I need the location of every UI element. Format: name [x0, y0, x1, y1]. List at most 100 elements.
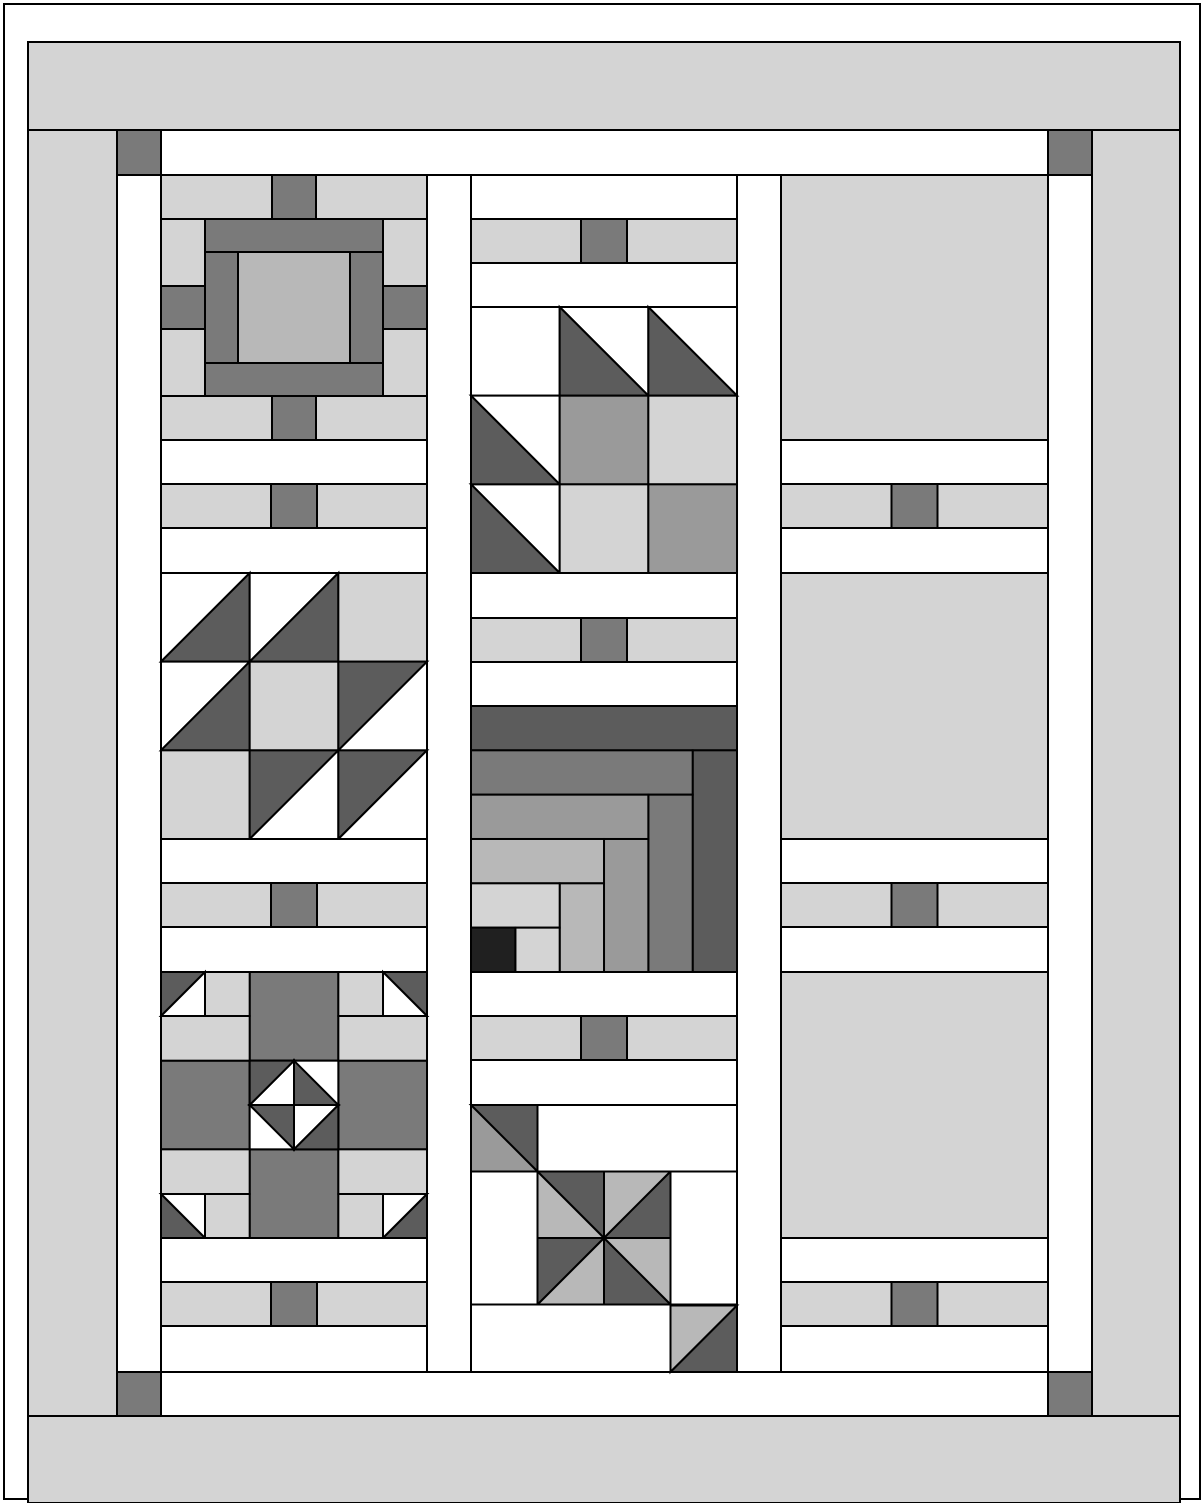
- block1-star-top: [272, 175, 316, 219]
- block3-edge: [338, 1194, 383, 1238]
- block5-log-vertical: [648, 795, 692, 972]
- left-sash-3c: [161, 1326, 427, 1372]
- block5-log-vertical: [560, 883, 604, 972]
- block3-edge: [161, 1149, 250, 1194]
- block1-bottom-right: [316, 396, 427, 440]
- block1-side: [161, 329, 205, 396]
- center-sash-2c: [471, 1060, 737, 1105]
- left-sash-2c: [161, 927, 427, 972]
- border-top: [28, 42, 1180, 130]
- left-sash-3b-right: [317, 1282, 427, 1326]
- center-sash-0b-cornerstone: [581, 219, 627, 263]
- block1-side: [383, 329, 427, 396]
- inner-sash-right: [737, 175, 781, 1372]
- center-sash-1a: [471, 573, 737, 618]
- center-sash-1b-left: [471, 618, 581, 662]
- block4-square: [560, 396, 649, 485]
- block4-square: [560, 484, 649, 573]
- block4-square: [471, 307, 560, 396]
- center-sash-1b-cornerstone: [581, 618, 627, 662]
- left-sash-1c: [161, 528, 427, 573]
- block1-top-left: [161, 175, 272, 219]
- border-left: [28, 130, 117, 1416]
- block3-right-rect: [338, 1061, 427, 1150]
- left-sash-1a: [161, 440, 427, 484]
- left-sash-3b-left: [161, 1282, 271, 1326]
- center-sash-0c: [471, 263, 737, 307]
- block1-star-bottom: [272, 396, 316, 440]
- block1-side: [383, 219, 427, 286]
- block5-log-horizontal: [471, 883, 560, 927]
- block1-center: [238, 252, 350, 363]
- quilt-root: [4, 4, 1200, 1503]
- cornerstone-top-right: [1048, 130, 1092, 175]
- center-sash-2b-right: [627, 1016, 737, 1060]
- block6-strip: [671, 1172, 738, 1305]
- center-sash-0a: [471, 175, 737, 219]
- right-sash-2b-right: [938, 883, 1049, 927]
- block5-center: [471, 928, 515, 972]
- center-sash-2b-cornerstone: [581, 1016, 627, 1060]
- right-sash-2b-cornerstone: [892, 883, 938, 927]
- left-sash-2b-left: [161, 883, 271, 927]
- right-sash-1b-left: [781, 484, 892, 528]
- block1-star-right: [383, 286, 427, 329]
- block5-log-horizontal: [471, 795, 648, 839]
- right-panel-1: [781, 175, 1048, 440]
- center-sash-2b-left: [471, 1016, 581, 1060]
- center-sash-1c: [471, 662, 737, 706]
- block3-edge: [338, 1016, 427, 1061]
- block1-frame-bottom: [205, 363, 383, 396]
- block3-edge: [205, 972, 250, 1016]
- right-sash-2c: [781, 927, 1048, 972]
- right-sash-1b-right: [938, 484, 1049, 528]
- block5-log-horizontal: [471, 706, 737, 750]
- block3-top-rect: [250, 972, 339, 1061]
- left-sash-1b-cornerstone: [271, 484, 317, 528]
- block3-left-rect: [161, 1061, 250, 1150]
- block1-frame-left: [205, 252, 238, 363]
- block1-star-left: [161, 286, 205, 329]
- block5-log-vertical: [693, 750, 737, 972]
- left-sash-2b-cornerstone: [271, 883, 317, 927]
- block1-side: [161, 219, 205, 286]
- left-sash-2a: [161, 839, 427, 883]
- right-panel-3: [781, 972, 1048, 1238]
- block1-frame-top: [205, 219, 383, 252]
- right-panel-2: [781, 573, 1048, 839]
- block5-log-horizontal: [471, 839, 604, 883]
- block5-log-vertical: [604, 839, 648, 972]
- block1-top-right: [316, 175, 427, 219]
- block2-square: [161, 750, 250, 839]
- block4-square: [648, 396, 737, 485]
- left-sash-1b-left: [161, 484, 271, 528]
- left-sash-3a: [161, 1238, 427, 1282]
- outer-sash-right: [1048, 175, 1092, 1372]
- block1-frame-right: [350, 252, 383, 363]
- right-sash-1c: [781, 528, 1048, 573]
- center-sash-0b-right: [627, 219, 737, 263]
- block5-log-horizontal: [471, 750, 693, 794]
- block3-edge: [338, 1149, 427, 1194]
- cornerstone-bottom-right: [1048, 1372, 1092, 1416]
- block6-strip: [471, 1172, 538, 1306]
- left-sash-1b-right: [317, 484, 427, 528]
- block3-bottom-rect: [250, 1149, 339, 1238]
- block4-square: [648, 484, 737, 573]
- outer-sash-left: [117, 175, 161, 1372]
- right-sash-3b-left: [781, 1282, 892, 1326]
- border-bottom: [28, 1416, 1180, 1503]
- right-sash-3c: [781, 1326, 1048, 1372]
- block5-log-vertical: [515, 928, 559, 972]
- right-sash-3a: [781, 1238, 1048, 1282]
- right-sash-3b-cornerstone: [892, 1282, 938, 1326]
- block6-strip: [538, 1105, 738, 1172]
- block2-square: [338, 573, 427, 662]
- block2-square: [250, 662, 339, 751]
- border-right: [1092, 130, 1180, 1416]
- block3-edge: [161, 1016, 250, 1061]
- center-sash-0b-left: [471, 219, 581, 263]
- outer-sash-top: [117, 130, 1092, 175]
- block1-bottom-left: [161, 396, 272, 440]
